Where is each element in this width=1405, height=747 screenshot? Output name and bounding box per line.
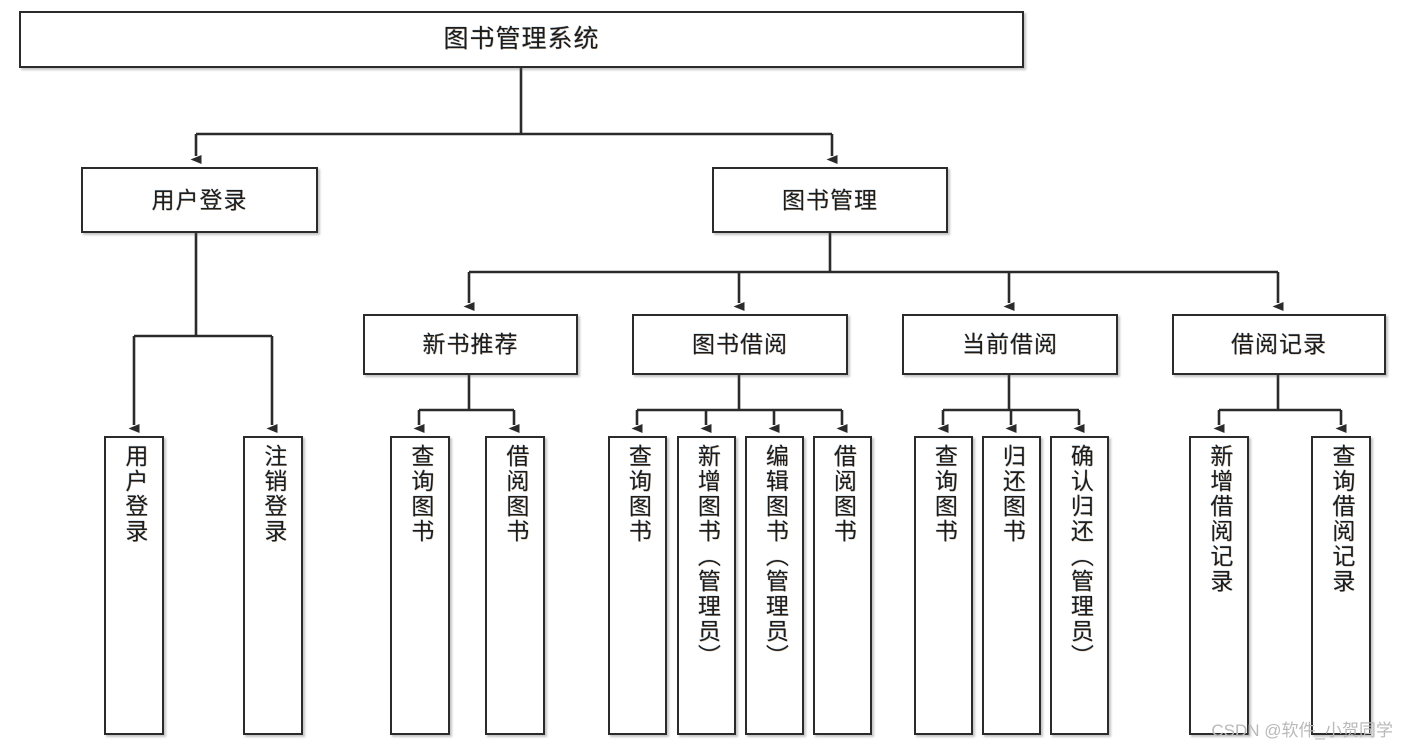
node-leaf-add-record-label: 新增借阅记录 xyxy=(1206,444,1233,594)
node-new-book-recommend-label: 新书推荐 xyxy=(422,331,519,358)
node-leaf-query-book-1[interactable]: 查询图书 xyxy=(390,436,450,735)
node-leaf-add-record[interactable]: 新增借阅记录 xyxy=(1189,436,1249,735)
node-leaf-query-record-label: 查询借阅记录 xyxy=(1328,444,1355,594)
node-leaf-return-book[interactable]: 归还图书 xyxy=(982,436,1041,735)
node-leaf-borrow-book-1-label: 借阅图书 xyxy=(502,444,529,544)
node-leaf-add-book-label: 新增图书（管理员） xyxy=(694,444,721,669)
node-leaf-edit-book-label: 编辑图书（管理员） xyxy=(762,444,789,669)
node-leaf-query-book-2[interactable]: 查询图书 xyxy=(608,436,667,735)
node-leaf-confirm-return-label: 确认归还（管理员） xyxy=(1067,444,1094,669)
node-root-label: 图书管理系统 xyxy=(443,25,600,54)
node-leaf-edit-book[interactable]: 编辑图书（管理员） xyxy=(745,436,804,735)
node-leaf-borrow-book-2-label: 借阅图书 xyxy=(830,444,857,544)
node-leaf-query-book-2-label: 查询图书 xyxy=(625,444,652,544)
node-book-manage[interactable]: 图书管理 xyxy=(712,167,948,233)
node-book-borrow-label: 图书借阅 xyxy=(692,331,788,358)
node-leaf-query-record[interactable]: 查询借阅记录 xyxy=(1311,436,1371,735)
node-leaf-confirm-return[interactable]: 确认归还（管理员） xyxy=(1050,436,1109,735)
node-book-borrow[interactable]: 图书借阅 xyxy=(632,314,848,375)
node-new-book-recommend[interactable]: 新书推荐 xyxy=(363,314,578,375)
node-leaf-return-book-label: 归还图书 xyxy=(999,444,1026,544)
node-root[interactable]: 图书管理系统 xyxy=(19,11,1024,68)
node-leaf-user-logout[interactable]: 注销登录 xyxy=(243,436,303,735)
node-borrow-record-label: 借阅记录 xyxy=(1231,331,1327,358)
node-leaf-user-login-label: 用户登录 xyxy=(121,444,148,544)
node-leaf-user-login[interactable]: 用户登录 xyxy=(104,436,164,735)
node-leaf-user-logout-label: 注销登录 xyxy=(260,444,287,544)
node-leaf-query-book-1-label: 查询图书 xyxy=(407,444,434,544)
node-leaf-query-book-3-label: 查询图书 xyxy=(931,444,958,544)
node-book-manage-label: 图书管理 xyxy=(782,186,878,213)
node-user-login[interactable]: 用户登录 xyxy=(81,167,318,233)
node-user-login-label: 用户登录 xyxy=(151,186,248,213)
node-leaf-query-book-3[interactable]: 查询图书 xyxy=(914,436,973,735)
csdn-watermark: CSDN @软件_小贺同学 xyxy=(1211,721,1393,740)
node-leaf-borrow-book-2[interactable]: 借阅图书 xyxy=(813,436,872,735)
node-leaf-add-book[interactable]: 新增图书（管理员） xyxy=(677,436,736,735)
node-leaf-borrow-book-1[interactable]: 借阅图书 xyxy=(485,436,545,735)
node-current-borrow[interactable]: 当前借阅 xyxy=(902,314,1118,375)
node-borrow-record[interactable]: 借阅记录 xyxy=(1172,314,1386,375)
node-current-borrow-label: 当前借阅 xyxy=(962,331,1058,358)
